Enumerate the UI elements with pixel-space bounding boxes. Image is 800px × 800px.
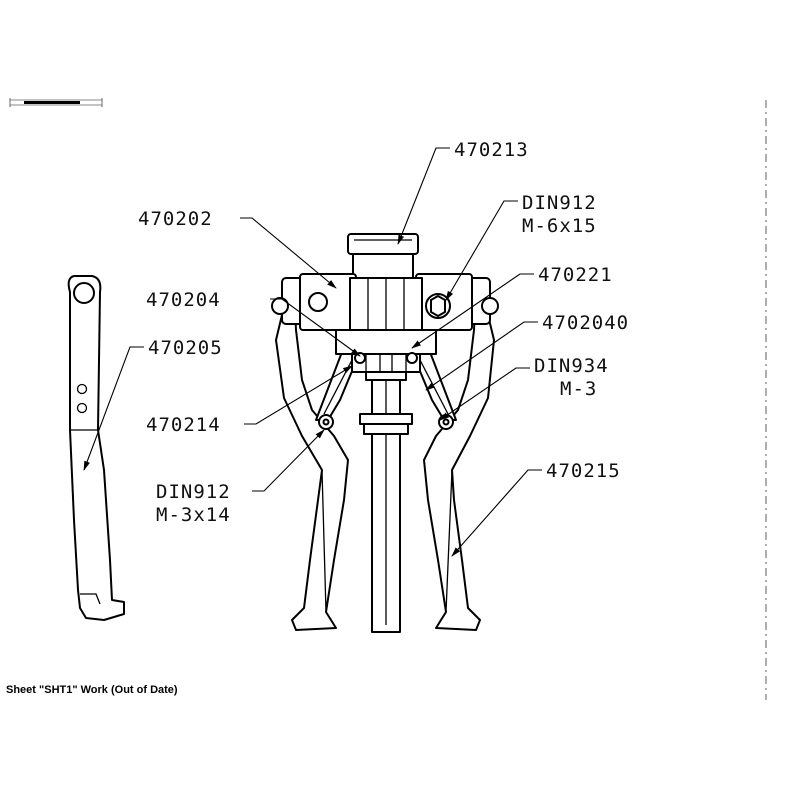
callout-din912-m3x14-line2: M-3x14	[156, 504, 231, 526]
callout-din912-m6x15-line2: M-6x15	[522, 215, 597, 237]
puller-assembly	[271, 233, 499, 633]
callout-470205: 470205	[148, 337, 223, 359]
leader-lines	[83, 147, 542, 557]
callout-470214: 470214	[146, 414, 221, 436]
jaw-detail-view	[67, 275, 125, 621]
callout-4702040: 4702040	[542, 312, 629, 334]
callout-470204: 470204	[146, 289, 221, 311]
callout-din912-m3x14-line1: DIN912	[156, 481, 231, 503]
callout-470202: 470202	[138, 208, 213, 230]
callout-470215: 470215	[546, 460, 621, 482]
sheet-status-text: Sheet "SHT1" Work (Out of Date)	[6, 684, 178, 696]
callout-470221: 470221	[538, 264, 613, 286]
callout-din934-line2: M-3	[560, 378, 597, 400]
callout-din912-m6x15-line1: DIN912	[522, 192, 597, 214]
callout-470213: 470213	[454, 139, 529, 161]
callout-din934-line1: DIN934	[534, 355, 609, 377]
scale-bar	[9, 98, 103, 107]
